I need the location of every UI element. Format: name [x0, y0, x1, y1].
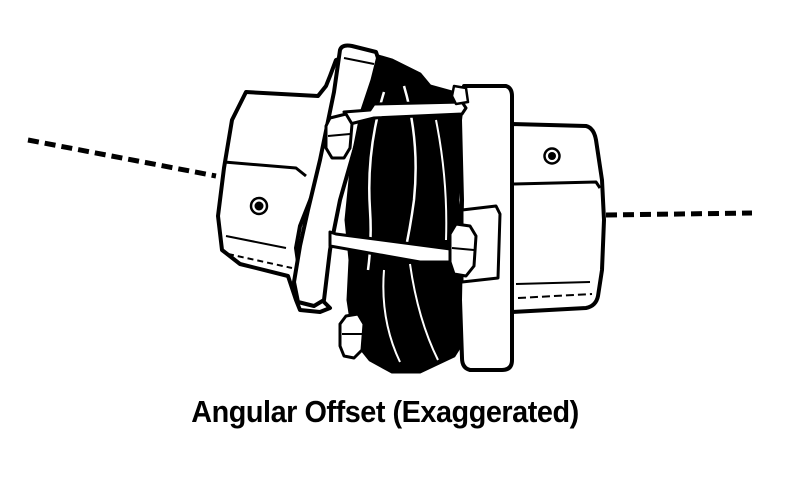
right-hub [510, 122, 606, 314]
left-shaft-axis [27, 137, 217, 179]
left-set-screw-icon [249, 196, 269, 216]
upper-right-bolt-icon [450, 84, 470, 106]
hex-bolts [324, 84, 478, 360]
lower-left-bolt-icon [338, 312, 366, 360]
upper-left-bolt-icon [324, 112, 354, 160]
coupling-illustration [27, 43, 753, 374]
right-set-screw-icon [543, 147, 561, 165]
right-shaft-axis [605, 210, 753, 218]
upper-clamp-bar [342, 100, 468, 126]
figure-caption: Angular Offset (Exaggerated) [191, 394, 579, 429]
lower-right-bolt-icon [448, 222, 478, 278]
